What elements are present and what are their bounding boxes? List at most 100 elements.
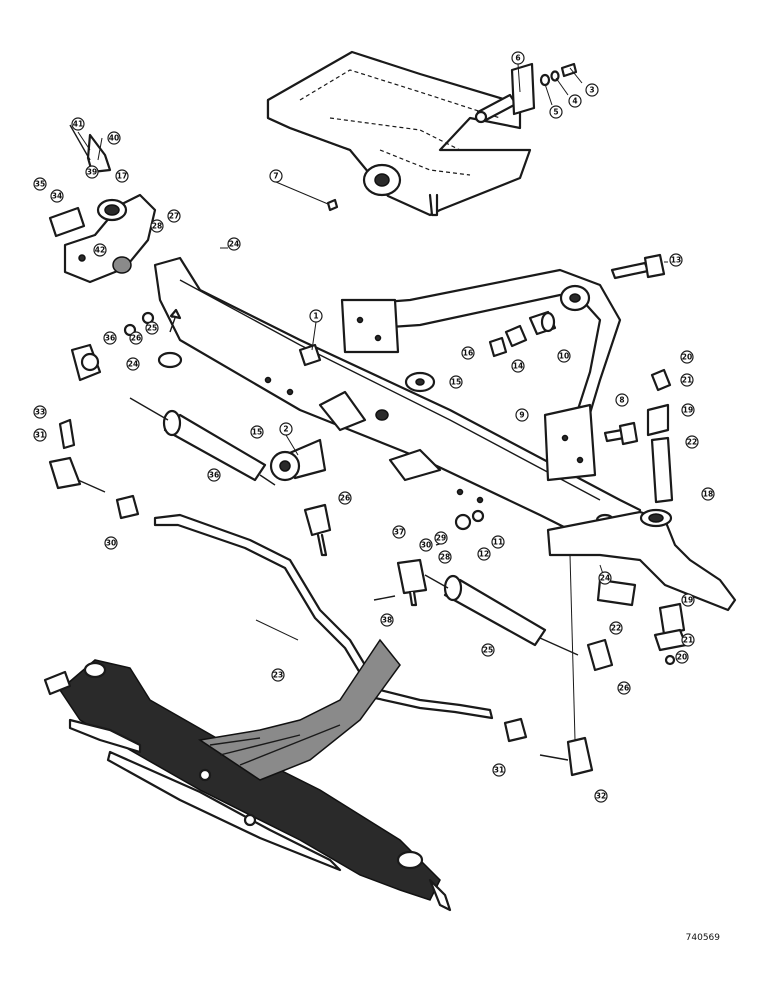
svg-text:2: 2 xyxy=(283,425,288,434)
svg-text:12: 12 xyxy=(479,550,489,559)
svg-text:17: 17 xyxy=(117,172,127,181)
svg-text:39: 39 xyxy=(87,168,97,177)
callout-1: 1 xyxy=(309,309,323,323)
callout-28b: 28 xyxy=(438,550,452,564)
svg-text:24: 24 xyxy=(128,360,138,369)
right-spindle xyxy=(546,368,737,666)
callout-25b: 25 xyxy=(481,643,495,657)
svg-text:27: 27 xyxy=(169,212,179,221)
callout-5: 5 xyxy=(549,105,563,119)
left-spindle xyxy=(48,124,157,284)
svg-text:19: 19 xyxy=(683,406,693,415)
svg-text:16: 16 xyxy=(463,349,473,358)
svg-text:13: 13 xyxy=(671,256,681,265)
callout-21a: 21 xyxy=(680,373,694,387)
svg-text:28: 28 xyxy=(440,553,450,562)
callout-36a: 36 xyxy=(103,331,117,345)
callout-18: 18 xyxy=(701,487,715,501)
callout-37: 38 xyxy=(380,613,394,627)
callout-15b: 15 xyxy=(250,425,264,439)
svg-text:26: 26 xyxy=(619,684,629,693)
svg-text:38: 38 xyxy=(382,616,392,625)
pivot-pin-assembly xyxy=(326,62,578,212)
tie-rod xyxy=(153,513,494,720)
svg-text:30: 30 xyxy=(106,539,116,548)
callout-14: 14 xyxy=(511,359,525,373)
svg-text:23: 23 xyxy=(273,671,283,680)
callout-34: 35 xyxy=(33,177,47,191)
callout-21b: 21 xyxy=(681,633,695,647)
svg-text:15: 15 xyxy=(252,428,262,437)
bushings-and-washers xyxy=(269,371,436,482)
svg-text:1: 1 xyxy=(313,312,318,321)
callout-26b: 26 xyxy=(338,491,352,505)
nuts xyxy=(115,494,528,743)
svg-text:37: 37 xyxy=(394,528,404,537)
callout-35a: 36 xyxy=(207,468,221,482)
callout-32: 33 xyxy=(33,405,47,419)
svg-text:15: 15 xyxy=(451,378,461,387)
callout-7: 7 xyxy=(269,169,283,183)
callout-15a: 15 xyxy=(449,375,463,389)
svg-text:41: 41 xyxy=(73,120,83,129)
callout-25a: 25 xyxy=(145,321,159,335)
callout-19a: 19 xyxy=(681,403,695,417)
callout-30c: 31 xyxy=(492,763,506,777)
callout-38: 39 xyxy=(85,165,99,179)
svg-text:19: 19 xyxy=(683,596,693,605)
callout-31b: 32 xyxy=(594,789,608,803)
mounting-bracket xyxy=(266,50,532,217)
callout-23: 23 xyxy=(271,668,285,682)
callout-28: 28 xyxy=(150,219,164,233)
svg-text:11: 11 xyxy=(493,538,503,547)
svg-text:24: 24 xyxy=(229,240,239,249)
svg-text:25: 25 xyxy=(147,324,157,333)
callout-30b: 30 xyxy=(419,538,433,552)
svg-text:6: 6 xyxy=(515,54,520,63)
callout-24c: 24 xyxy=(598,571,612,585)
callout-31a: 31 xyxy=(33,428,47,442)
leader-lines xyxy=(77,63,668,741)
callout-26a: 26 xyxy=(129,331,143,345)
svg-text:30: 30 xyxy=(421,541,431,550)
callout-13: 13 xyxy=(669,253,683,267)
svg-text:36: 36 xyxy=(105,334,115,343)
radius-rod-bracket xyxy=(340,268,622,482)
svg-text:31: 31 xyxy=(494,766,504,775)
svg-text:28: 28 xyxy=(152,222,162,231)
svg-text:29: 29 xyxy=(436,534,446,543)
ball-joints xyxy=(48,343,614,777)
svg-text:18: 18 xyxy=(703,490,713,499)
figure-id: 740569 xyxy=(686,933,721,943)
svg-text:7: 7 xyxy=(273,172,278,181)
svg-text:40: 40 xyxy=(109,134,119,143)
svg-text:5: 5 xyxy=(553,108,558,117)
callout-33: 34 xyxy=(50,189,64,203)
callout-20b: 20 xyxy=(675,650,689,664)
inset-assembled-view xyxy=(43,638,452,912)
svg-text:9: 9 xyxy=(519,411,524,420)
callout-11: 11 xyxy=(491,535,505,549)
svg-text:35: 35 xyxy=(35,180,45,189)
left-steering-cylinder xyxy=(129,397,276,486)
callout-8: 8 xyxy=(615,393,629,407)
callout-12: 12 xyxy=(477,547,491,561)
callout-27: 27 xyxy=(167,209,181,223)
svg-text:21: 21 xyxy=(682,376,692,385)
svg-text:26: 26 xyxy=(131,334,141,343)
callout-29: 29 xyxy=(434,531,448,545)
callout-26c: 26 xyxy=(617,681,631,695)
svg-text:31: 31 xyxy=(35,431,45,440)
svg-text:36: 36 xyxy=(209,471,219,480)
callout-3: 3 xyxy=(585,83,599,97)
svg-text:4: 4 xyxy=(572,97,577,106)
callout-6: 6 xyxy=(511,51,525,65)
svg-text:22: 22 xyxy=(687,438,697,447)
callout-2: 2 xyxy=(279,422,293,436)
callout-41: 41 xyxy=(71,117,85,131)
svg-text:24: 24 xyxy=(600,574,610,583)
svg-text:14: 14 xyxy=(513,362,523,371)
front-axle-beam xyxy=(153,256,642,547)
callout-10: 10 xyxy=(557,349,571,363)
svg-text:25: 25 xyxy=(483,646,493,655)
